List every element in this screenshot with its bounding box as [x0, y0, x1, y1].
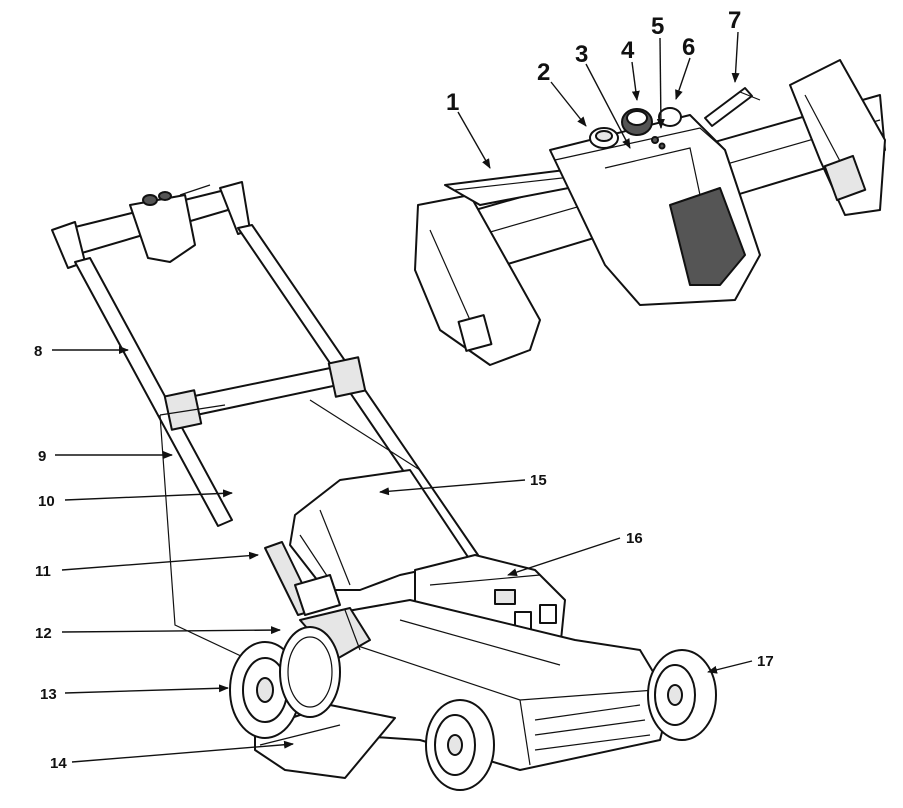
callout-3: 3: [575, 41, 588, 68]
callout-2: 2: [537, 59, 550, 86]
callout-16: 16: [626, 530, 643, 547]
callout-12: 12: [35, 625, 52, 642]
callout-7: 7: [728, 7, 741, 34]
callout-13: 13: [40, 686, 57, 703]
handle-control-inset: [414, 59, 886, 366]
lawn-mower: [51, 181, 717, 791]
callout-11: 11: [35, 563, 51, 580]
callout-labels: 1 2 3 4 5 6 7 8 9 10 11 12 13 14 15 16 1…: [34, 7, 774, 772]
callout-10: 10: [38, 493, 55, 510]
callout-6: 6: [682, 34, 695, 61]
callout-leaders: [52, 31, 753, 763]
callout-17: 17: [757, 653, 774, 670]
callout-5: 5: [651, 13, 664, 40]
callout-8: 8: [34, 343, 42, 360]
callout-14: 14: [50, 755, 67, 772]
callout-9: 9: [38, 448, 46, 465]
callout-4: 4: [621, 37, 635, 64]
callout-1: 1: [446, 89, 459, 116]
callout-15: 15: [530, 472, 547, 489]
